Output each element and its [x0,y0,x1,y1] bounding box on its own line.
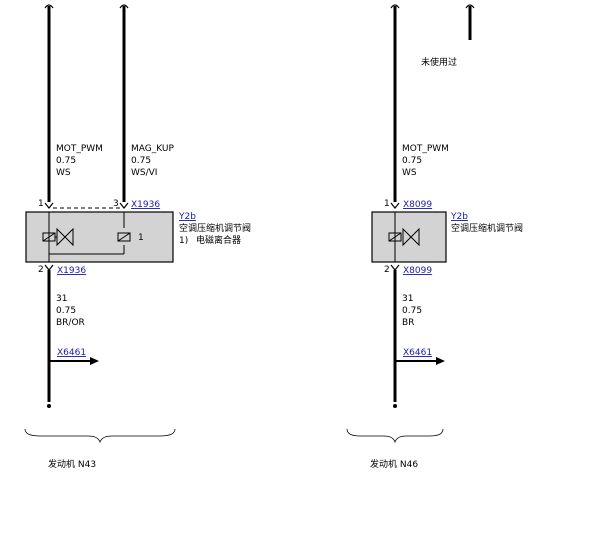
pin-marker [44,202,54,209]
unused-note: 未使用过 [421,56,457,68]
wire-size-label: 0.75 [131,156,151,166]
footnote-number: 1) [179,236,188,246]
wire-signal-label: MAG_KUP [131,144,174,154]
wire-break-mark [465,4,475,9]
wire-signal-label: 31 [56,294,67,304]
component-name: 空调压缩机调节阀 [179,222,251,234]
pin-marker [390,264,400,271]
clutch-coil-icon [117,232,131,242]
group-brace [346,428,444,444]
component-id-link[interactable]: Y2b [178,212,196,222]
wire-color-label: WS [56,168,71,178]
pin-marker [44,264,54,271]
ground-connector-link[interactable]: X6461 [403,348,432,358]
wire-signal-label: 31 [402,294,413,304]
connector-link[interactable]: X1936 [57,266,86,276]
engine-label: 发动机 N46 [370,458,418,470]
pin-number: 2 [38,265,44,275]
arrow-right-icon [436,357,445,365]
pin-number: 1 [38,199,44,209]
pin-marker [119,202,129,209]
connector-link[interactable]: X8099 [403,266,432,276]
wire-signal-label: MOT_PWM [402,144,449,154]
pin-number: 3 [113,199,119,209]
component-box[interactable] [371,211,447,263]
arrow-right-icon [90,357,99,365]
wire-color-label: WS [402,168,417,178]
group-brace [24,428,176,444]
wire-size-label: 0.75 [56,156,76,166]
wire-break-mark [119,4,129,9]
footnote-text: 电磁离合器 [196,234,241,246]
component-id-link[interactable]: Y2b [450,212,468,222]
wire-size-label: 0.75 [56,306,76,316]
clutch-pin-number: 1 [138,233,144,243]
wire-size-label: 0.75 [402,156,422,166]
solenoid-coil-icon [388,232,402,242]
pin-number: 2 [384,265,390,275]
clutch-coil-icon [117,232,131,242]
pin-marker [390,202,400,209]
connector-link[interactable]: X1936 [131,200,160,210]
wire-break-mark [390,4,400,9]
solenoid-coil-icon [42,232,56,242]
wire-color-label: BR [402,318,414,328]
ground-terminal-icon [393,404,397,408]
ground-terminal-icon [47,404,51,408]
wire-break-mark [44,4,54,9]
component-name: 空调压缩机调节阀 [451,222,523,234]
connector-link[interactable]: X8099 [403,200,432,210]
valve-icon [402,227,420,247]
wire-color-label: BR/OR [56,318,85,328]
engine-label: 发动机 N43 [48,458,96,470]
wire-size-label: 0.75 [402,306,422,316]
solenoid-coil-icon [388,232,402,242]
wire-signal-label: MOT_PWM [56,144,103,154]
ground-connector-link[interactable]: X6461 [57,348,86,358]
wire-color-label: WS/VI [131,168,157,178]
pin-number: 1 [384,199,390,209]
